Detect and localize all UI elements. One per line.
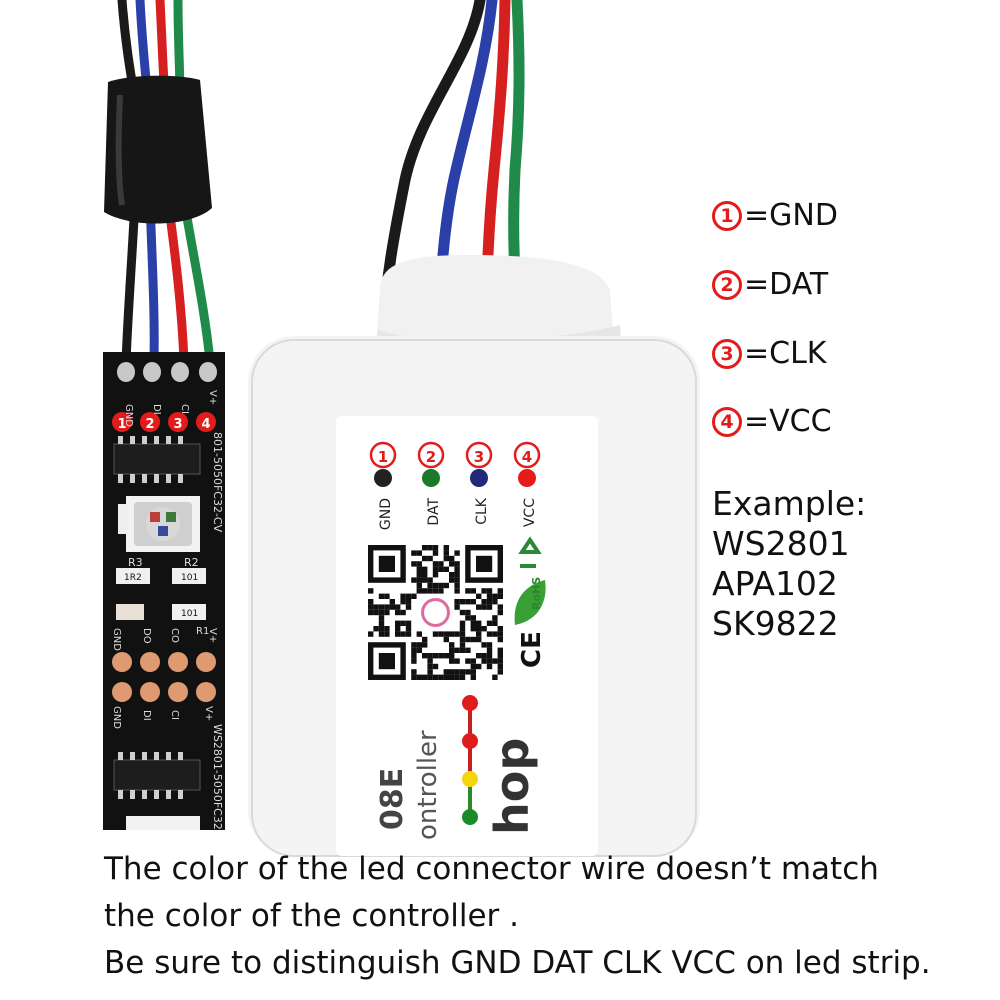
caption-line: Be sure to distinguish GND DAT CLK VCC o… xyxy=(104,945,931,981)
controller-pin-num: 1 xyxy=(378,448,388,466)
legend-item-vcc: 4 =VCC xyxy=(712,404,832,439)
controller-pin-label: DAT xyxy=(426,498,442,526)
legend-num-badge: 3 xyxy=(712,338,742,369)
legend-text: =DAT xyxy=(744,267,829,302)
example-heading: Example: xyxy=(712,484,867,523)
controller-label xyxy=(336,416,598,856)
rohs-text: RoHS xyxy=(530,577,543,610)
strip-silk-mid2: GND DI CI V+ xyxy=(111,706,214,729)
legend-item-gnd: 1 =GND xyxy=(712,198,838,233)
controller-cable-boot xyxy=(375,255,615,360)
strip-pin-badges: 1 2 3 4 xyxy=(112,412,216,432)
controller-type-text: ontroller xyxy=(413,730,443,840)
qr-code xyxy=(368,545,503,680)
svg-text:V+: V+ xyxy=(203,706,214,721)
recycle-icon xyxy=(518,536,542,568)
example-model: SK9822 xyxy=(712,604,839,643)
legend-text: =GND xyxy=(744,198,838,233)
svg-text:CI: CI xyxy=(179,404,190,414)
svg-text:CO: CO xyxy=(169,628,180,643)
legend-text: =VCC xyxy=(744,404,832,439)
heat-shrink xyxy=(104,75,212,224)
controller-color-indicator xyxy=(462,695,478,825)
controller-pin-vcc: 4 VCC xyxy=(513,441,541,527)
svg-text:GND: GND xyxy=(111,628,122,651)
strip-pin-num: 2 xyxy=(145,417,154,432)
svg-text:R1: R1 xyxy=(196,626,209,637)
svg-text:CI: CI xyxy=(169,710,180,720)
legend-item-clk: 3 =CLK xyxy=(712,336,826,371)
strip-pin-num: 4 xyxy=(201,417,210,432)
controller-pin-label: VCC xyxy=(522,498,538,527)
led-5050 xyxy=(118,496,200,552)
strip-pin-num: 1 xyxy=(117,417,126,432)
caption-line: the color of the controller . xyxy=(104,898,519,934)
legend-item-dat: 2 =DAT xyxy=(712,267,828,302)
controller-pin-num: 2 xyxy=(426,448,436,466)
example-model: WS2801 xyxy=(712,524,850,563)
legend-text: =CLK xyxy=(744,336,827,371)
strip-silk-bottom: WS2801-5050FC32 xyxy=(211,724,224,830)
legend-num-badge: 2 xyxy=(712,269,742,300)
svg-text:101: 101 xyxy=(181,609,198,619)
svg-text:GND: GND xyxy=(123,404,134,427)
svg-text:DO: DO xyxy=(141,628,152,644)
svg-text:DI: DI xyxy=(151,404,162,415)
legend-num-badge: 1 xyxy=(712,200,742,231)
controller-shop-text: hop xyxy=(485,738,539,835)
svg-text:V+: V+ xyxy=(207,390,218,405)
controller-pin-label: CLK xyxy=(474,497,490,525)
ce-mark: CE xyxy=(517,631,547,668)
controller-pin-label: GND xyxy=(378,498,394,530)
ic-chip-2 xyxy=(113,752,201,799)
example-model: APA102 xyxy=(712,564,838,603)
controller-pin-num: 4 xyxy=(522,448,532,466)
controller-pins: 1 GND 2 DAT 3 CLK 4 VCC xyxy=(369,441,541,530)
controller-pin-clk: 3 CLK xyxy=(465,441,493,525)
svg-text:GND: GND xyxy=(111,706,122,729)
svg-text:V+: V+ xyxy=(207,628,218,643)
led-5050-partial xyxy=(126,816,200,830)
resistors: R3 R2 1R2 101 101 R1 xyxy=(116,556,209,637)
controller-pin-dat: 2 DAT xyxy=(417,441,445,526)
svg-text:R2: R2 xyxy=(184,556,199,569)
controller-pin-num: 3 xyxy=(474,448,484,466)
copper-cut-pads xyxy=(112,652,216,702)
strip-pin-num: 3 xyxy=(173,417,182,432)
svg-text:DI: DI xyxy=(141,710,152,721)
caption-line: The color of the led connector wire does… xyxy=(104,851,879,887)
strip-silk-mid: GND DO CO V+ xyxy=(111,628,218,651)
solder-joints xyxy=(117,362,217,382)
legend-num-badge: 4 xyxy=(712,406,742,437)
rohs-leaf-icon: RoHS xyxy=(514,577,546,625)
strip-silk-top: 801-5050FC32-CV xyxy=(211,432,224,533)
example-block: Example: WS2801 APA102 SK9822 xyxy=(712,484,866,644)
strip-pad-labels: GND DI CI V+ xyxy=(123,390,218,427)
caption: The color of the led connector wire does… xyxy=(104,846,984,987)
svg-text:101: 101 xyxy=(181,573,198,583)
svg-text:R3: R3 xyxy=(128,556,143,569)
controller-model-text: 08E xyxy=(375,768,410,830)
controller-pin-gnd: 1 GND xyxy=(369,441,397,530)
ic-chip xyxy=(113,436,201,483)
svg-text:1R2: 1R2 xyxy=(124,573,142,583)
